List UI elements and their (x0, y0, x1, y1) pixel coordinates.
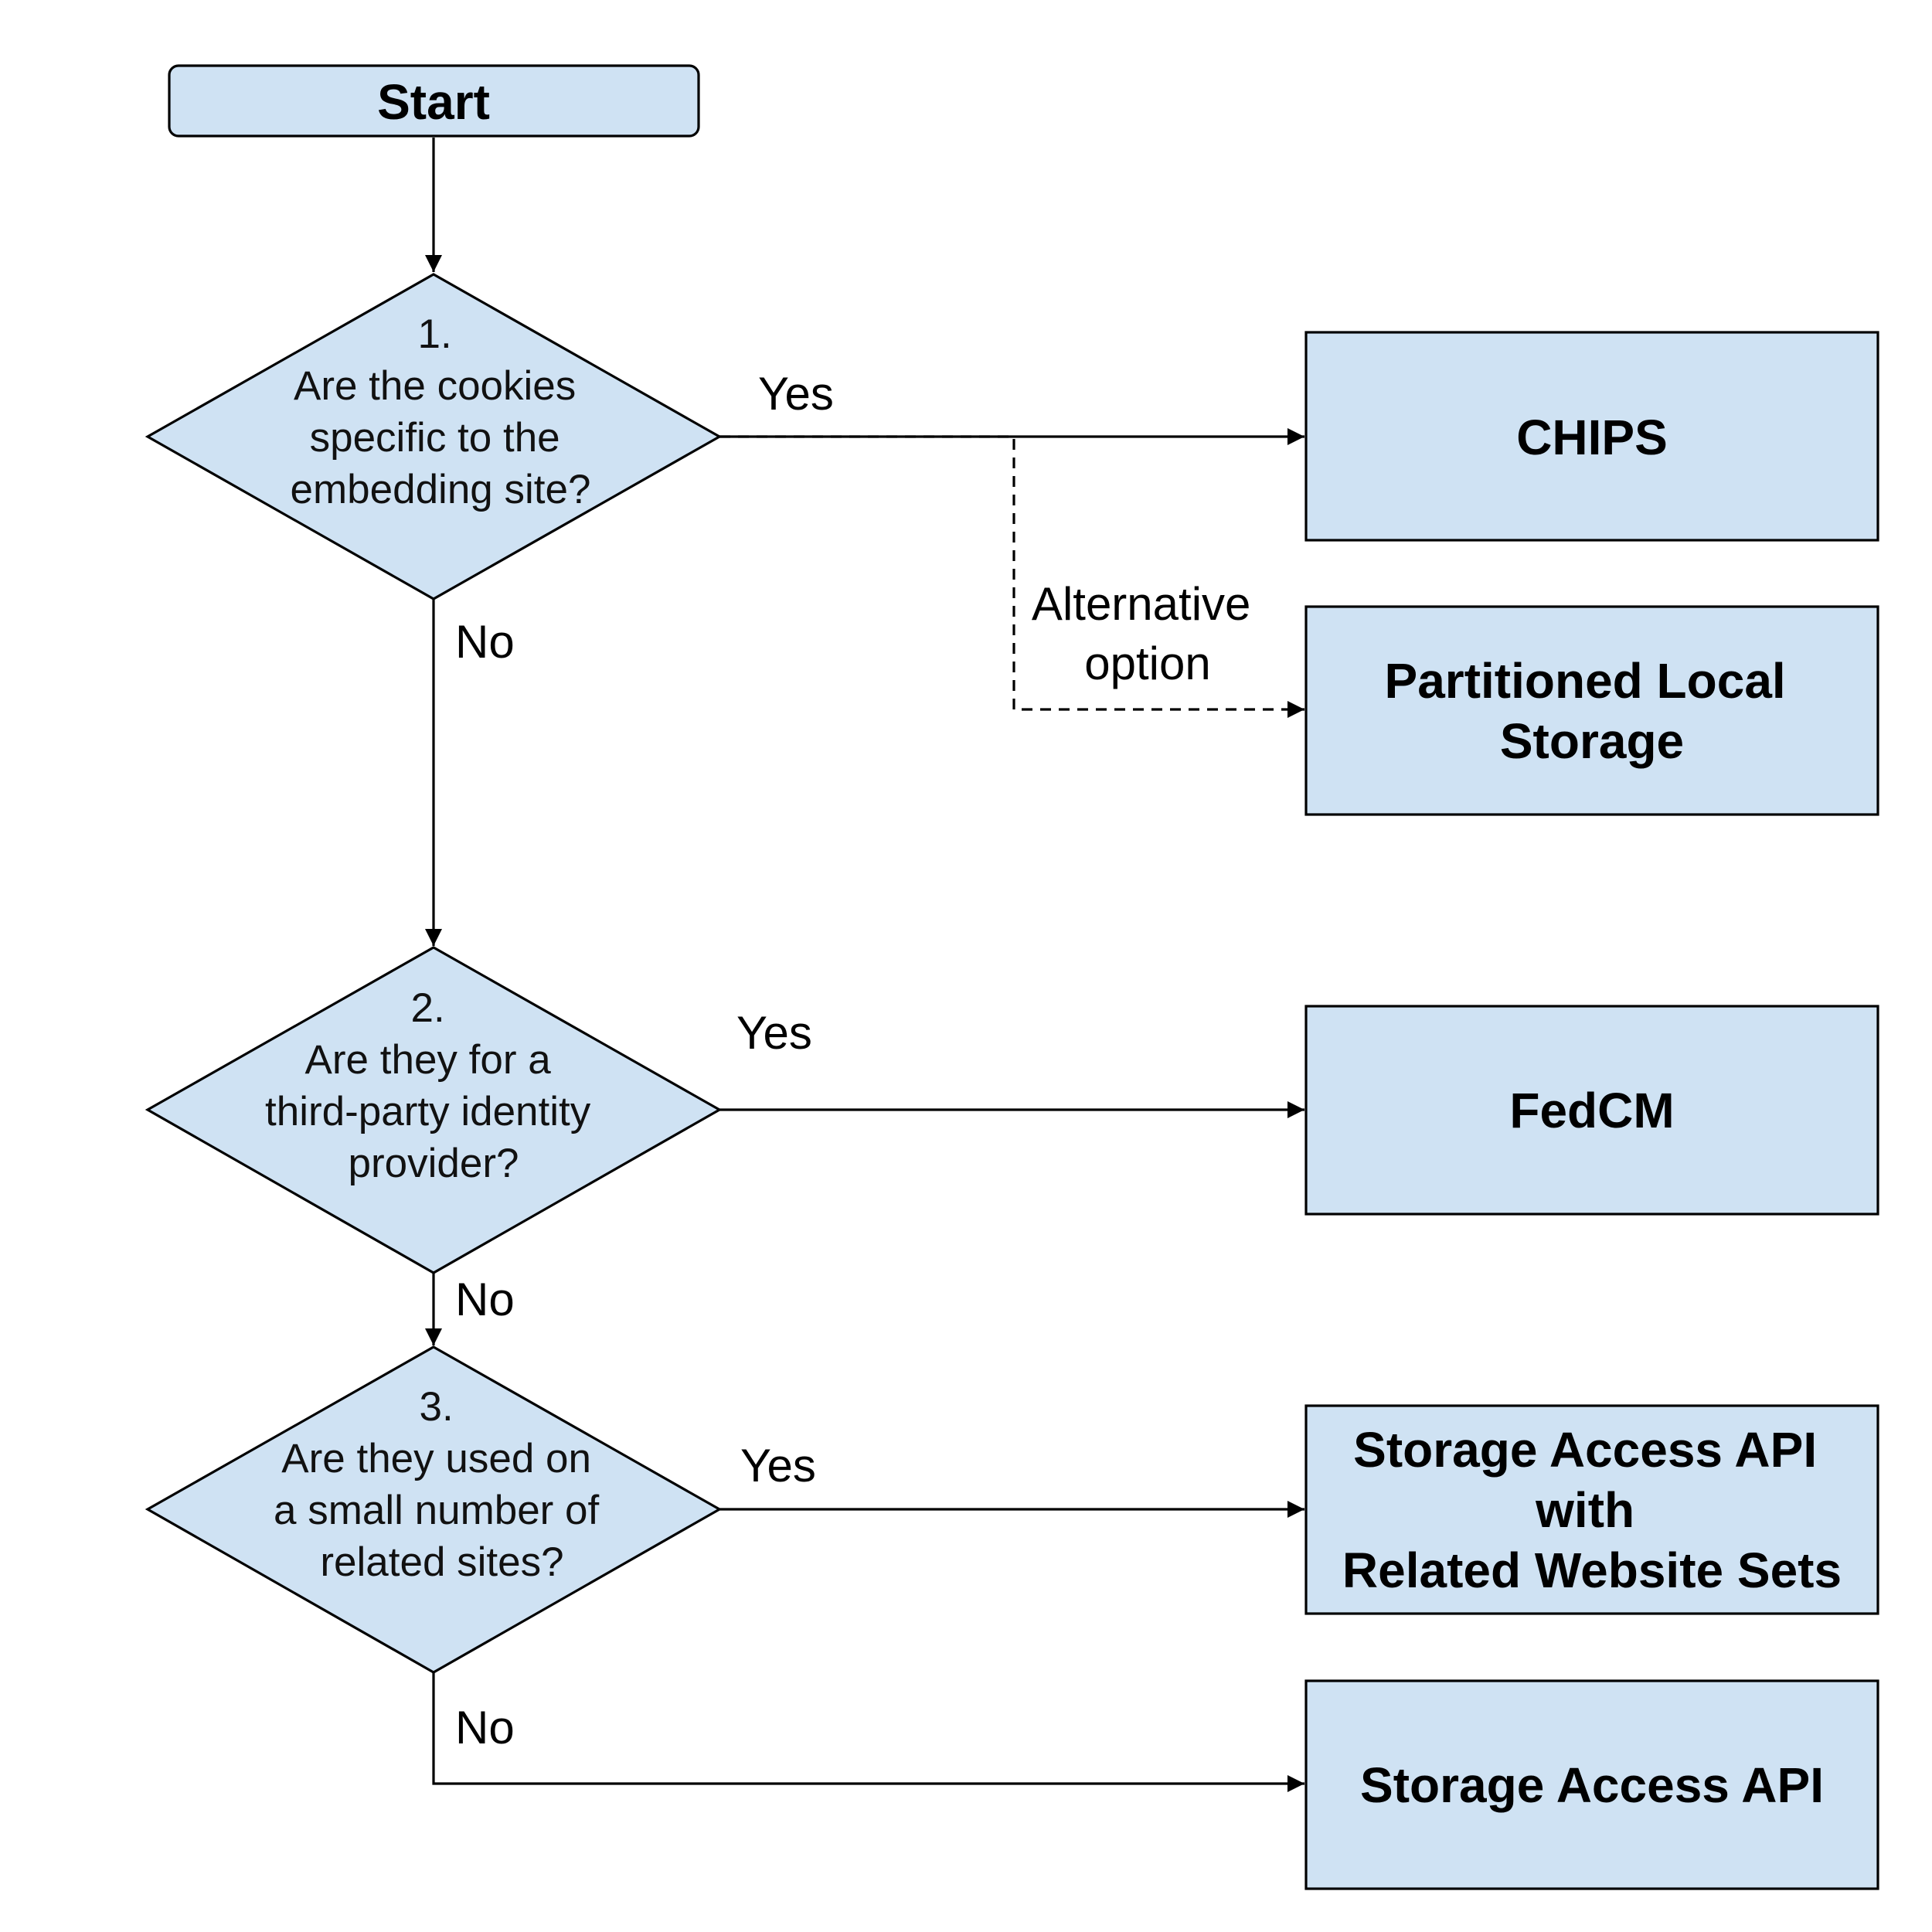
edge-label-q3-yes: Yes (740, 1440, 816, 1492)
outcome-storage-access-api: Storage Access API (1304, 1679, 1879, 1890)
edge-q1-alternative-to-partitioned-storage (719, 435, 1304, 718)
question-1-line: specific to the (310, 415, 560, 461)
question-2-diamond: 2. Are they for a third-party identity p… (145, 946, 723, 1274)
question-2-number: 2. (411, 985, 445, 1031)
outcome-chips-label: CHIPS (1516, 410, 1668, 465)
question-3-line: Are they used on (281, 1436, 591, 1481)
outcome-partitioned-local-storage-label: Partitioned Local Storage (1385, 653, 1800, 769)
edge-label-q1-no: No (455, 616, 515, 668)
outcome-fedcm-label: FedCM (1509, 1083, 1674, 1138)
question-1-line: embedding site? (291, 467, 591, 512)
edge-q3-no-to-saa (432, 1672, 1304, 1792)
outcome-chips: CHIPS (1304, 331, 1879, 542)
outcome-storage-access-api-label: Storage Access API (1360, 1757, 1824, 1813)
question-1-number: 1. (418, 311, 452, 357)
question-2-line: provider? (349, 1141, 519, 1186)
edge-label-alternative-option: Alternative option (1032, 578, 1264, 689)
edge-label-q2-no: No (455, 1274, 515, 1325)
outcome-storage-access-api-rws: Storage Access API with Related Website … (1304, 1404, 1879, 1615)
question-2-line: third-party identity (265, 1089, 591, 1134)
outcome-partitioned-local-storage: Partitioned Local Storage (1304, 605, 1879, 816)
outcome-fedcm: FedCM (1304, 1005, 1879, 1216)
start-label: Start (377, 74, 490, 130)
question-1-line: Are the cookies (294, 363, 576, 409)
question-3-line: a small number of (274, 1488, 600, 1533)
question-1-diamond: 1. Are the cookies specific to the embed… (145, 273, 723, 600)
edge-label-q1-yes: Yes (758, 368, 834, 420)
question-3-text: 3. Are they used on a small number of re… (274, 1384, 611, 1585)
edge-label-q2-yes: Yes (736, 1007, 812, 1059)
question-2-text: 2. Are they for a third-party identity p… (265, 985, 602, 1186)
start-node: Start (168, 64, 700, 138)
question-1-text: 1. Are the cookies specific to the embed… (291, 311, 591, 512)
question-3-diamond: 3. Are they used on a small number of re… (145, 1345, 723, 1674)
edge-label-q3-no: No (455, 1702, 515, 1753)
question-2-line: Are they for a (305, 1037, 552, 1083)
question-3-line: related sites? (320, 1539, 563, 1585)
outcome-storage-access-api-rws-label: Storage Access API with Related Website … (1342, 1422, 1842, 1598)
question-3-number: 3. (420, 1384, 454, 1430)
